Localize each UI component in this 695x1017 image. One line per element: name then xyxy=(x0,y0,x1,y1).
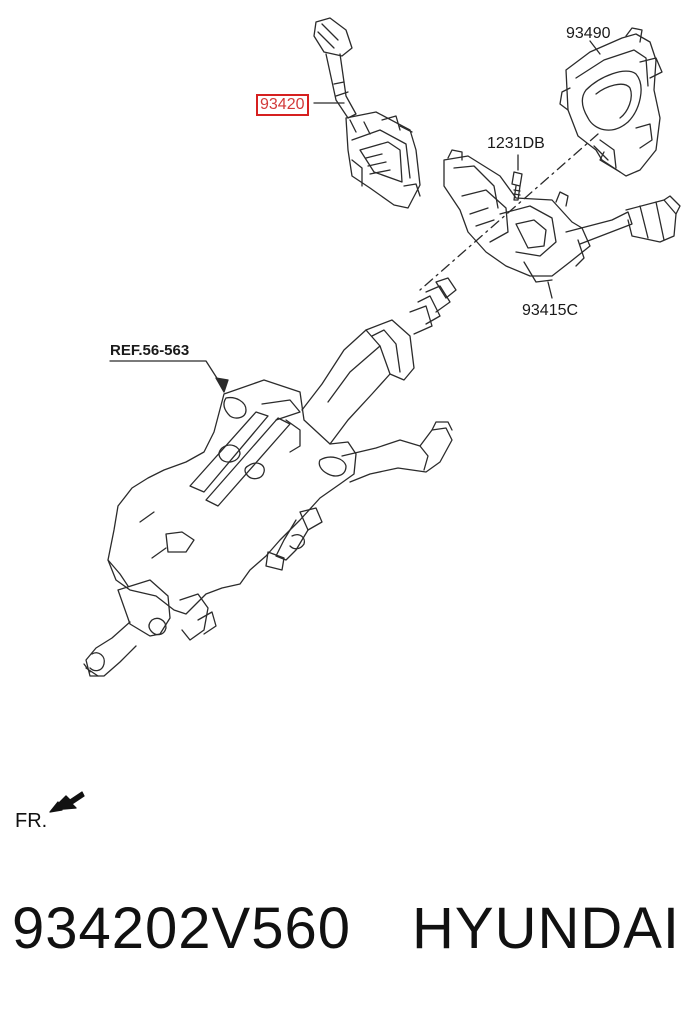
callout-ref-56-563[interactable]: REF.56-563 xyxy=(110,342,190,359)
leader-line-93415C xyxy=(547,281,553,299)
clock-spring-part[interactable] xyxy=(559,27,663,177)
front-direction-label: FR. xyxy=(15,810,48,832)
bolt-part[interactable] xyxy=(511,171,523,201)
callout-93415C[interactable]: 93415C xyxy=(522,302,579,319)
steering-column-part[interactable] xyxy=(83,277,457,677)
callout-93490[interactable]: 93490 xyxy=(566,25,611,42)
callout-93420-highlighted[interactable]: 93420 xyxy=(256,94,309,116)
leader-line-93490 xyxy=(589,40,601,55)
callout-1231DB[interactable]: 1231DB xyxy=(487,135,545,152)
footer-caption: 934202V560 HYUNDAI xyxy=(0,900,695,980)
combination-switch-body-part[interactable] xyxy=(443,149,681,283)
front-direction-arrow-icon xyxy=(49,791,85,813)
ref-leader-arrow xyxy=(109,360,229,393)
part-number: 934202V560 xyxy=(12,896,351,961)
brand-name: HYUNDAI xyxy=(412,896,681,961)
multifunction-switch-part[interactable] xyxy=(313,17,421,209)
